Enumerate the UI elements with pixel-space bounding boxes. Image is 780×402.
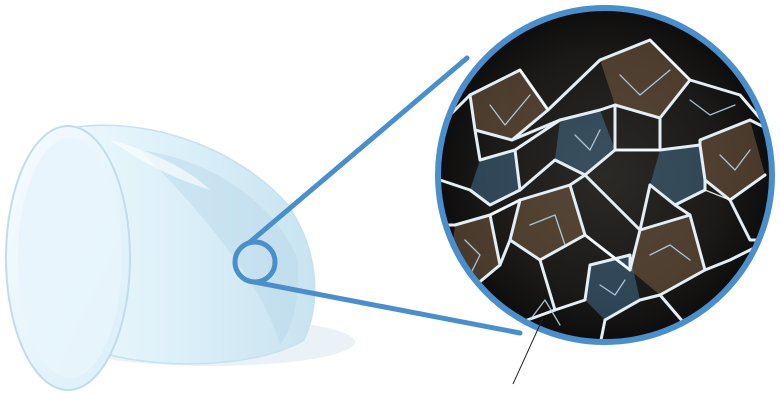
foam-cup-icon (6, 125, 315, 390)
figure-caption (380, 384, 780, 402)
zoom-line-top (250, 58, 467, 242)
magnified-foam-structure-icon (438, 8, 772, 345)
caption-leader-line (513, 318, 543, 384)
